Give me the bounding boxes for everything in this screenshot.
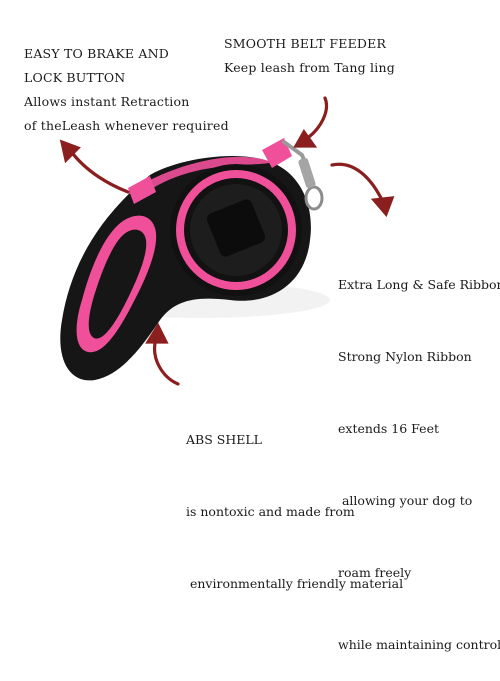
arrow-ribbon [330,162,384,202]
callout-ribbon-line-6: while maintaining control [338,637,500,652]
arrows [59,96,395,386]
callout-shell-desc-2: environmentally friendly material [186,576,404,591]
callout-belt-title: SMOOTH BELT FEEDER [224,36,387,51]
arrow-brake [68,148,130,194]
callout-brake-title-1: EASY TO BRAKE AND [24,46,169,61]
callout-belt-feeder: SMOOTH BELT FEEDER Keep leash from Tang … [224,32,395,80]
arrow-belt [303,96,328,142]
callout-ribbon-line-2: Strong Nylon Ribbon [338,349,472,364]
callout-brake-title-2: LOCK BUTTON [24,70,126,85]
arrow-ribbon-head [370,196,395,218]
callout-brake-desc-1: Allows instant Retraction [24,94,190,109]
callout-ribbon-line-3: extends 16 Feet [338,421,439,436]
callout-ribbon-line-1: Extra Long & Safe Ribbon [338,277,500,292]
callout-shell-title: ABS SHELL [186,432,262,447]
arrow-shell [153,336,180,386]
callout-brake-button: EASY TO BRAKE AND LOCK BUTTON Allows ins… [24,42,229,138]
product-illustration [59,96,395,386]
callout-brake-desc-2: of theLeash whenever required [24,118,229,133]
arrow-shell-head [145,322,169,344]
callout-shell-desc-1: is nontoxic and made from [186,504,355,519]
callout-abs-shell: ABS SHELL is nontoxic and made from envi… [186,380,403,620]
retractable-leash-image [60,138,330,381]
arrow-belt-head [293,129,318,148]
arrow-brake-head [59,139,81,164]
callout-belt-desc: Keep leash from Tang ling [224,60,395,75]
